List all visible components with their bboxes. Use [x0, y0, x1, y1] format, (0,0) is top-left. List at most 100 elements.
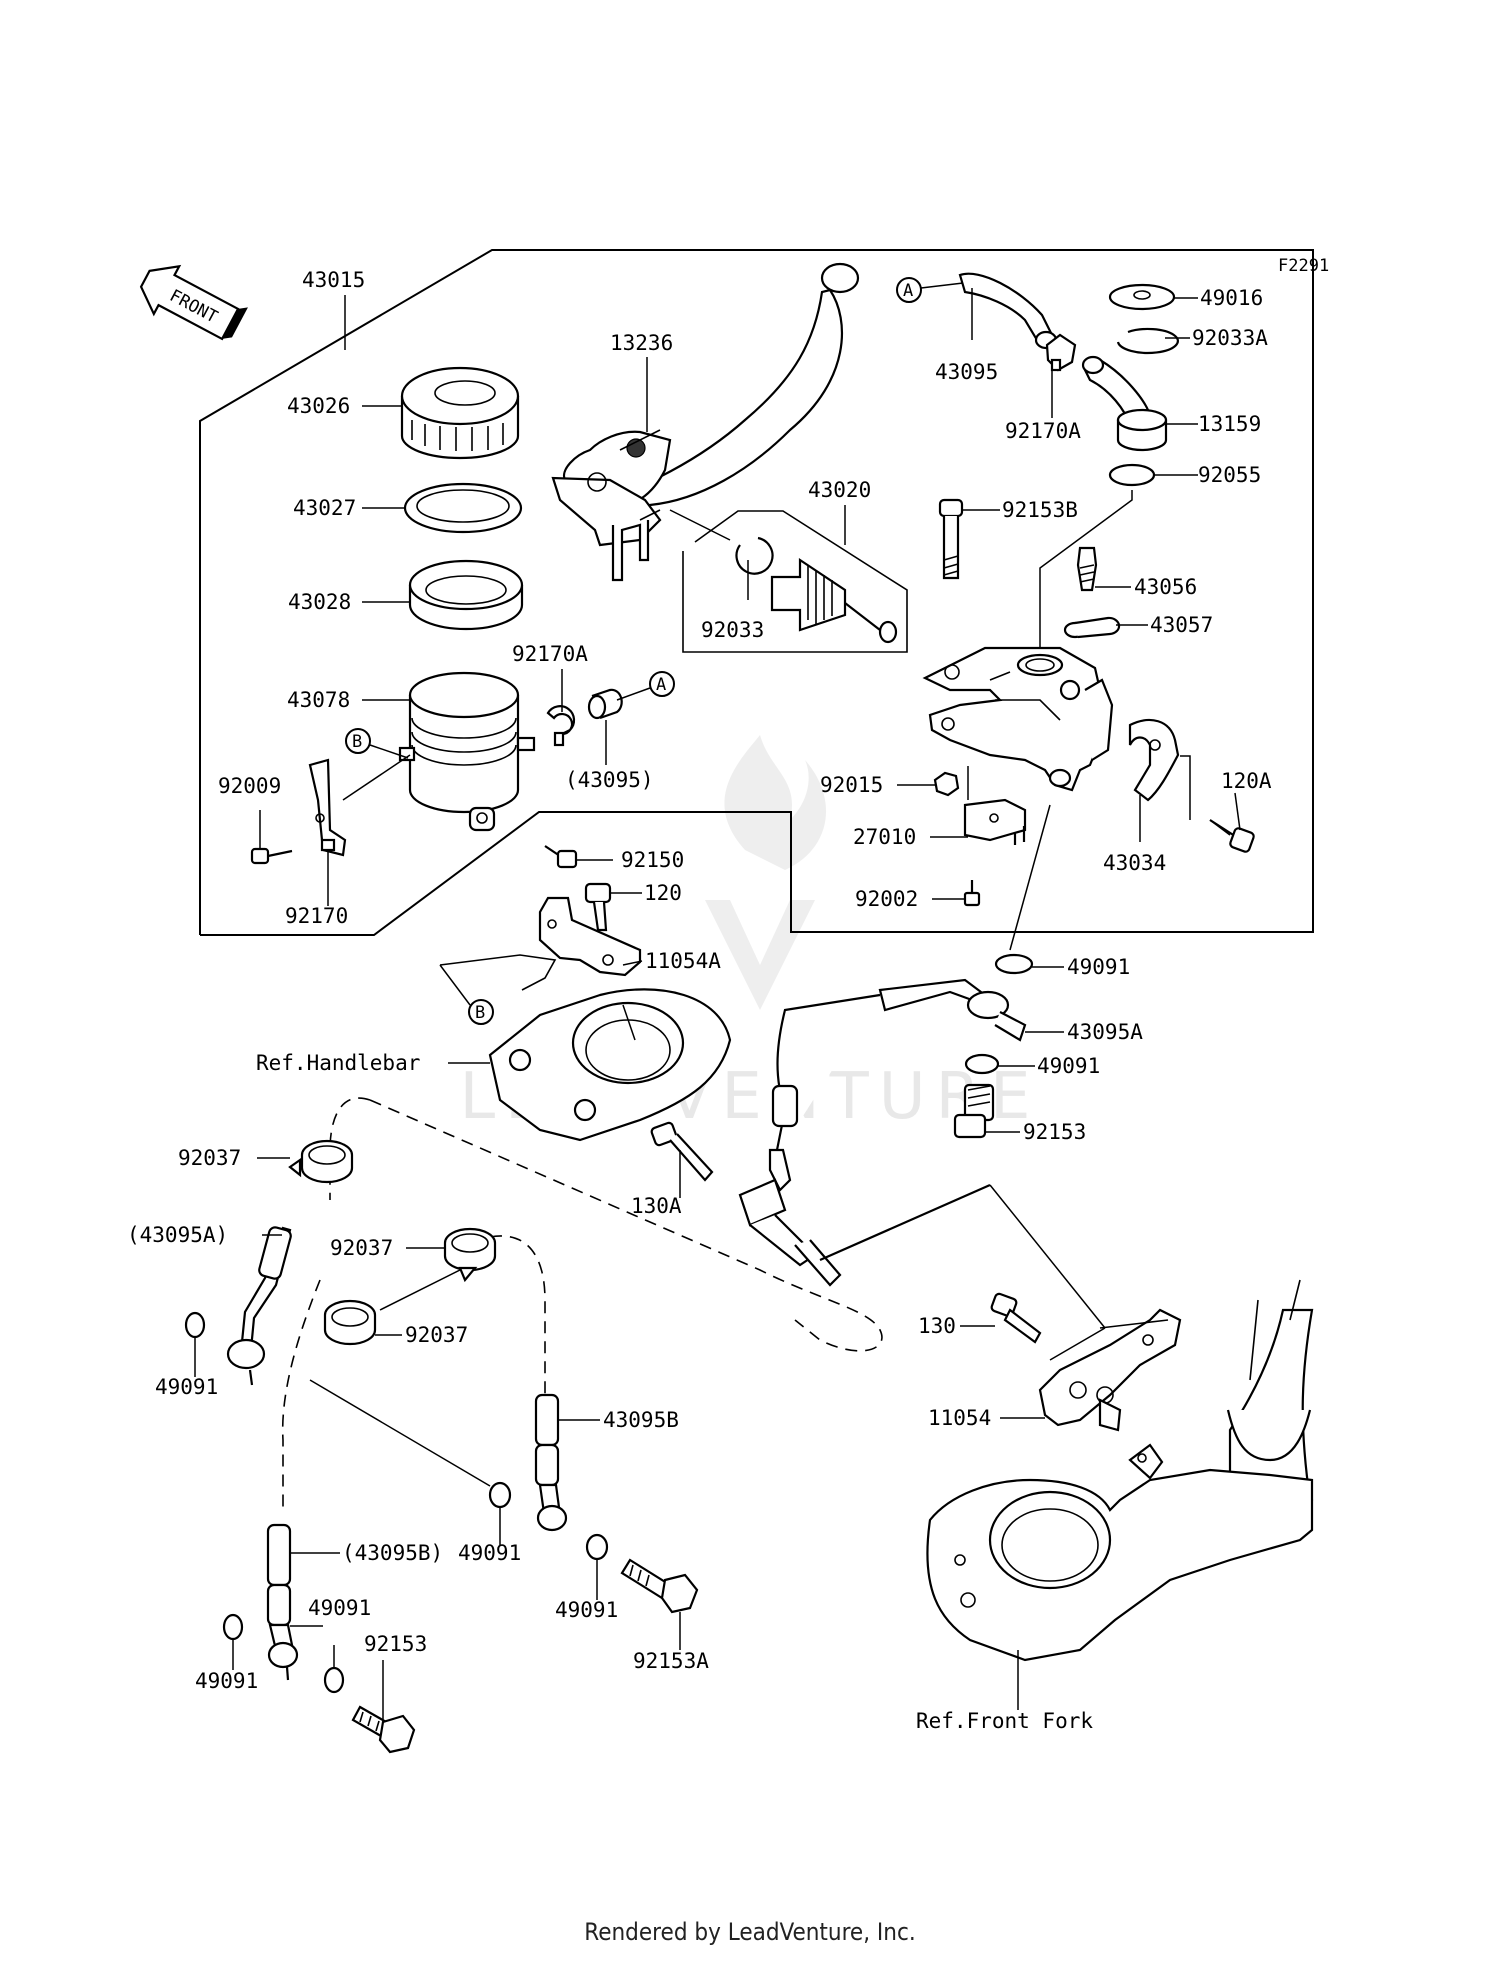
washer-49091-d — [488, 1481, 512, 1509]
handlebar-mount — [488, 988, 732, 1142]
label-43020: 43020 — [808, 478, 871, 502]
label-13159: 13159 — [1198, 412, 1261, 436]
label-49091-1: 49091 — [1067, 955, 1130, 979]
label-92033: 92033 — [701, 618, 764, 642]
label-92170a-1: 92170A — [512, 642, 588, 666]
bolt-92153b — [938, 498, 964, 580]
bleed-valve — [1076, 546, 1098, 592]
callout-b-1: B — [352, 732, 362, 752]
hose-route — [329, 1097, 371, 1200]
screw-92150 — [544, 845, 578, 869]
hose-43095a-lower — [226, 1226, 292, 1386]
label-92037-1: 92037 — [178, 1146, 241, 1170]
label-92009: 92009 — [218, 774, 281, 798]
label-43034: 43034 — [1103, 851, 1166, 875]
label-43056: 43056 — [1134, 575, 1197, 599]
label-92055: 92055 — [1198, 463, 1261, 487]
washer-49091-g — [585, 1533, 609, 1561]
hose-43095a-upper — [878, 978, 1027, 1042]
piston-kit — [770, 557, 898, 644]
label-11054a: 11054A — [645, 949, 721, 973]
bolt-130 — [990, 1292, 1042, 1344]
o-ring-92055 — [1108, 463, 1156, 487]
bolt-92153-lower — [351, 1705, 416, 1754]
front-arrow-icon: FRONT — [139, 264, 248, 341]
reservoir-cap — [400, 366, 520, 460]
label-120a: 120A — [1221, 769, 1272, 793]
hose-43095b-lower — [266, 1523, 299, 1681]
label-49091-6: 49091 — [195, 1669, 258, 1693]
label-92037-3: 92037 — [405, 1323, 468, 1347]
label-49091-5: 49091 — [308, 1596, 371, 1620]
label-92170a-2: 92170A — [1005, 419, 1081, 443]
label-130: 130 — [918, 1314, 956, 1338]
elbow-fitting — [1081, 355, 1168, 452]
label-92153-2: 92153 — [364, 1632, 427, 1656]
circlip-92033a — [1116, 327, 1179, 355]
label-43028: 43028 — [288, 590, 351, 614]
label-ref-front-fork: Ref.Front Fork — [916, 1709, 1093, 1733]
label-13236: 13236 — [610, 331, 673, 355]
label-43026: 43026 — [287, 394, 350, 418]
label-92153a: 92153A — [633, 1649, 709, 1673]
label-92002: 92002 — [855, 887, 918, 911]
label-92153b: 92153B — [1002, 498, 1078, 522]
clamp-92037-c — [323, 1299, 377, 1346]
reservoir-bracket — [308, 758, 347, 857]
hose-43095 — [958, 272, 1058, 350]
reservoir-cap-49016 — [1108, 283, 1176, 311]
hose-43095-reservoir — [587, 688, 623, 720]
lever-clamp — [1128, 718, 1180, 802]
bolt-120a — [1209, 819, 1255, 853]
clamp-92037-a — [288, 1139, 354, 1184]
label-43095a-paren: (43095A) — [127, 1223, 228, 1247]
bolt-92153a — [620, 1558, 699, 1614]
label-130a: 130A — [631, 1194, 682, 1218]
label-92033a: 92033A — [1192, 326, 1268, 350]
label-120: 120 — [644, 881, 682, 905]
label-43095b: 43095B — [603, 1408, 679, 1432]
screw-92002 — [963, 880, 981, 907]
clamp-92170a-reservoir — [546, 705, 576, 747]
label-92037-2: 92037 — [330, 1236, 393, 1260]
label-49091-2: 49091 — [1037, 1054, 1100, 1078]
label-11054: 11054 — [928, 1406, 991, 1430]
bracket-11054 — [1038, 1308, 1182, 1432]
master-cylinder-body — [922, 646, 1114, 792]
label-43095: 43095 — [935, 360, 998, 384]
figure-code: F2291 — [1278, 256, 1329, 276]
diaphragm-plate — [403, 482, 523, 534]
washer-49091-f — [323, 1666, 345, 1694]
label-49091-4: 49091 — [458, 1541, 521, 1565]
callout-a-2: A — [903, 281, 913, 301]
label-49091-7: 49091 — [555, 1598, 618, 1622]
reservoir — [398, 671, 536, 832]
assembly-frame — [199, 249, 1314, 936]
washer-49091-a — [994, 953, 1034, 975]
clamp-92037-b — [443, 1227, 497, 1283]
bolt-130a — [650, 1121, 714, 1182]
clamp-92170a-upper — [1045, 333, 1077, 372]
washer-49091-b — [964, 1053, 1000, 1075]
bolt-120 — [584, 882, 612, 932]
bolt-92153-upper — [953, 1083, 995, 1139]
triple-clamp — [926, 1443, 1314, 1662]
label-92153-1: 92153 — [1023, 1120, 1086, 1144]
bracket-11054a — [538, 896, 642, 977]
label-ref-handlebar: Ref.Handlebar — [256, 1051, 420, 1075]
label-92150: 92150 — [621, 848, 684, 872]
label-43027: 43027 — [293, 496, 356, 520]
washer-49091-e — [222, 1613, 244, 1641]
brake-lever — [551, 262, 860, 582]
label-43015: 43015 — [302, 268, 365, 292]
label-43095a: 43095A — [1067, 1020, 1143, 1044]
label-27010: 27010 — [853, 825, 916, 849]
label-43095-paren: (43095) — [565, 768, 654, 792]
label-49091-3: 49091 — [155, 1375, 218, 1399]
label-92015: 92015 — [820, 773, 883, 797]
screw-92009 — [250, 847, 293, 865]
label-92170: 92170 — [285, 904, 348, 928]
bleed-cap — [1063, 616, 1121, 639]
footer-credit: Rendered by LeadVenture, Inc. — [584, 1918, 916, 1946]
